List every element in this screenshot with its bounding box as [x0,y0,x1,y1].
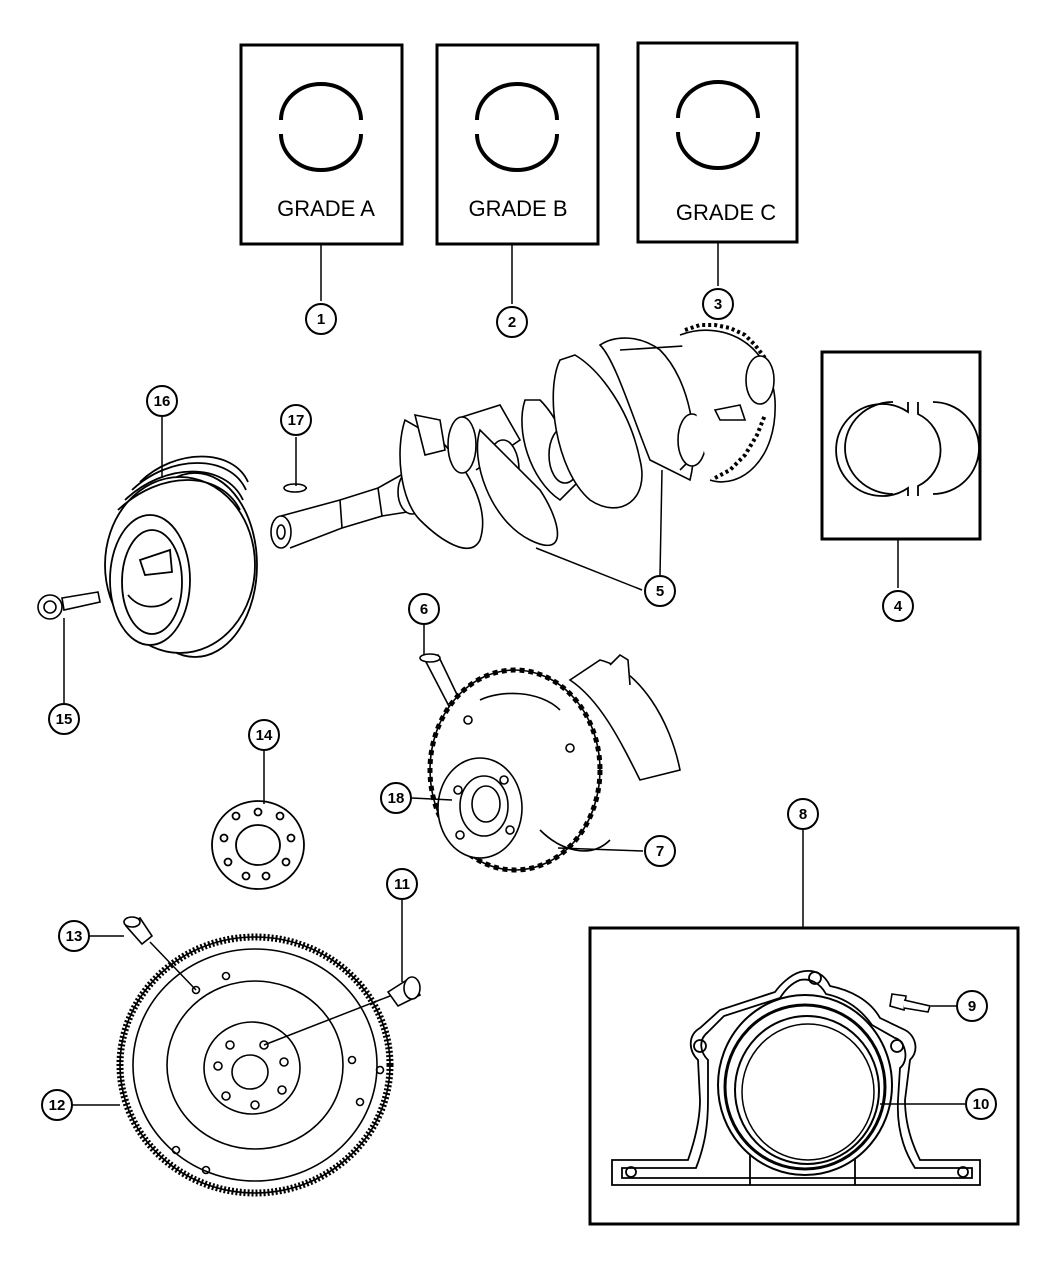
callout-12[interactable]: 12 [41,1089,73,1121]
bearing-grade-b[interactable]: GRADE B [435,43,600,246]
callout-13[interactable]: 13 [58,920,90,952]
svg-text:10: 10 [973,1096,990,1113]
callout-17[interactable]: 17 [280,404,312,436]
callout-2[interactable]: 2 [496,306,528,338]
svg-text:13: 13 [66,928,83,945]
svg-text:2: 2 [508,314,516,331]
grade-c-label: GRADE C [676,200,776,225]
callout-18[interactable]: 18 [380,782,412,814]
svg-text:5: 5 [656,583,664,600]
callout-7[interactable]: 7 [644,835,676,867]
callout-16[interactable]: 16 [146,385,178,417]
bearing-shell-icon [475,82,559,172]
flexplate[interactable] [116,933,394,1197]
svg-text:18: 18 [388,790,405,807]
callout-8[interactable]: 8 [787,798,819,830]
thrust-washer-icon [835,401,980,497]
callout-14[interactable]: 14 [248,719,280,751]
callout-15[interactable]: 15 [48,703,80,735]
svg-text:8: 8 [799,806,807,823]
callout-10[interactable]: 10 [965,1088,997,1120]
callout-9[interactable]: 9 [956,990,988,1022]
svg-text:6: 6 [420,601,428,618]
svg-text:7: 7 [656,843,664,860]
svg-text:9: 9 [968,998,976,1015]
bearing-shell-icon [279,82,363,172]
svg-text:4: 4 [894,598,903,615]
rear-main-seal [717,994,893,1176]
damper-bolt[interactable] [37,591,101,620]
callout-1[interactable]: 1 [305,303,337,335]
callout-11[interactable]: 11 [386,868,418,900]
svg-text:17: 17 [288,412,305,429]
flexplate-spacer-bolt[interactable] [123,916,154,946]
vibration-damper[interactable] [104,455,258,658]
flexplate-bolt[interactable] [386,976,422,1008]
grade-a-label: GRADE A [277,196,375,221]
callout-5[interactable]: 5 [644,575,676,607]
svg-text:15: 15 [56,711,73,728]
thrust-washer[interactable] [820,350,982,541]
rear-seal-retainer[interactable] [588,926,1020,1226]
svg-text:12: 12 [49,1097,66,1114]
svg-text:11: 11 [394,876,410,893]
svg-text:16: 16 [154,393,171,410]
svg-text:3: 3 [714,296,722,313]
flexplate-spacer[interactable] [211,800,305,890]
retainer-bolt [889,993,932,1013]
callout-6[interactable]: 6 [408,593,440,625]
bearing-shell-icon [676,80,760,170]
callout-4[interactable]: 4 [882,590,914,622]
bearing-grade-c[interactable]: GRADE C [636,41,799,244]
svg-text:1: 1 [317,311,325,328]
callout-3[interactable]: 3 [702,288,734,320]
grade-b-label: GRADE B [468,196,567,221]
bearing-grade-a[interactable]: GRADE A [239,43,404,246]
crankshaft[interactable] [270,323,776,550]
svg-text:14: 14 [256,727,273,744]
crankshaft-tone-wheel[interactable] [427,653,681,873]
